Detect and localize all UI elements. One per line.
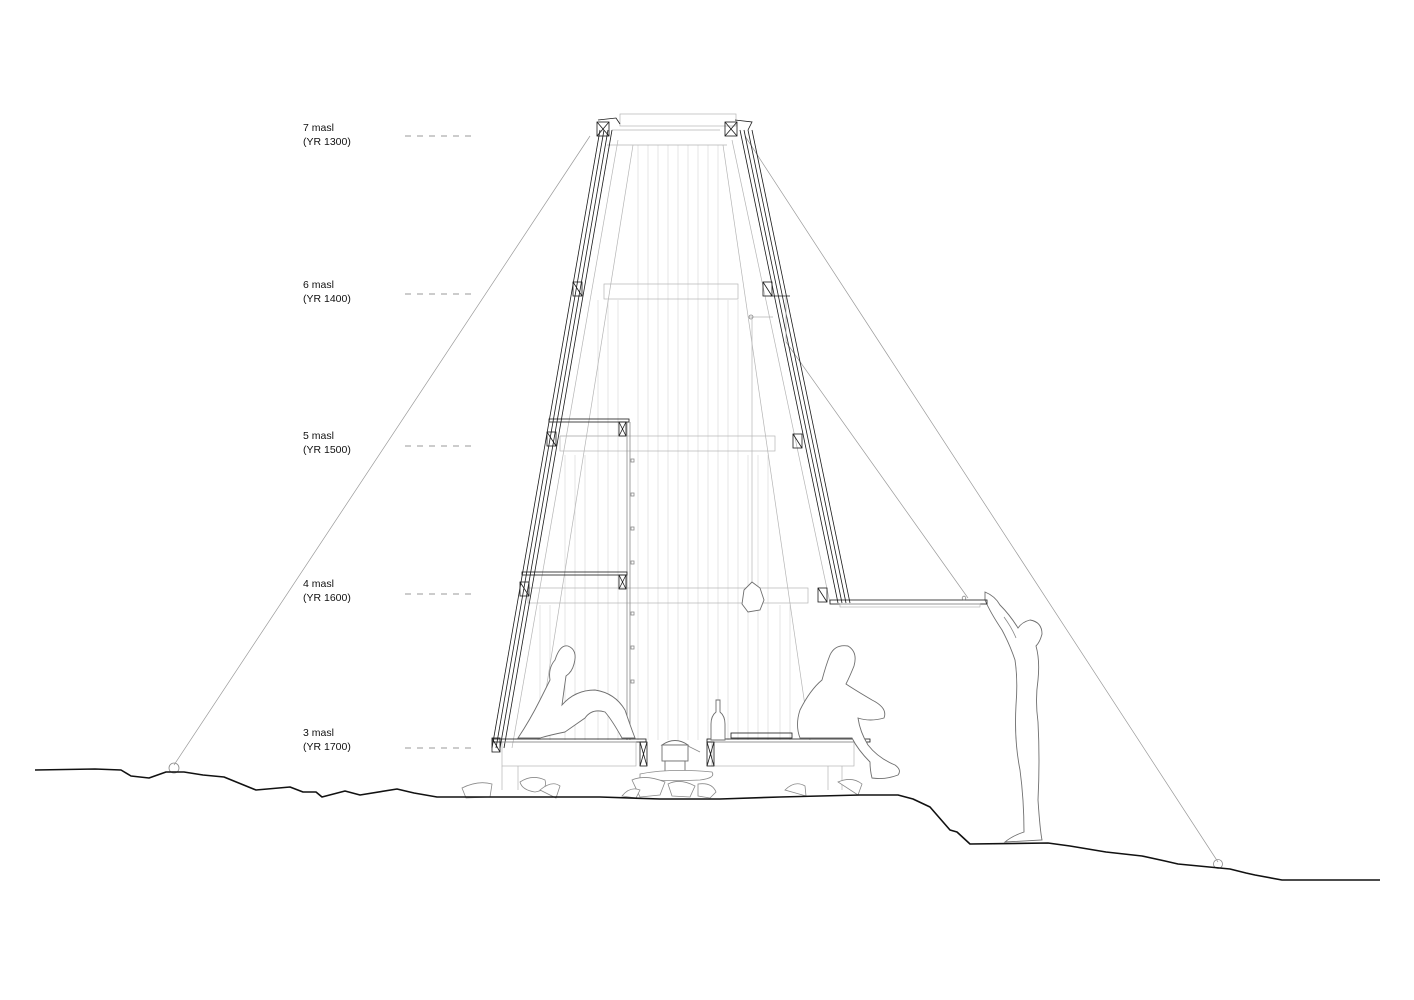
bench-left	[492, 738, 648, 790]
seated-person-left	[517, 645, 636, 739]
platform-upper	[548, 418, 630, 437]
level-label-3: 3 masl (YR 1700)	[303, 726, 351, 754]
level-label-5: 5 masl (YR 1500)	[303, 429, 351, 457]
level-label-6: 6 masl (YR 1400)	[303, 278, 351, 306]
cladding-right	[731, 129, 851, 604]
level-markers	[405, 135, 472, 749]
cap-joints	[596, 117, 753, 137]
level-masl: 7 masl	[303, 122, 334, 134]
interior-slats	[539, 145, 791, 740]
window-opening	[748, 297, 787, 585]
level-masl: 3 masl	[303, 727, 334, 739]
hatch-beam	[829, 595, 988, 608]
hanging-stone	[741, 581, 765, 613]
level-masl: 5 masl	[303, 430, 334, 442]
anchor-left	[168, 762, 180, 774]
bottle	[710, 699, 726, 741]
level-year: (YR 1400)	[303, 293, 351, 305]
ladder	[626, 422, 635, 740]
seated-person-right	[797, 645, 900, 780]
level-year: (YR 1700)	[303, 741, 351, 753]
level-masl: 4 masl	[303, 578, 334, 590]
level-year: (YR 1600)	[303, 592, 351, 604]
level-label-4: 4 masl (YR 1600)	[303, 577, 351, 605]
level-masl: 6 masl	[303, 279, 334, 291]
level-year: (YR 1300)	[303, 136, 351, 148]
level-label-7: 7 masl (YR 1300)	[303, 121, 351, 149]
standing-person-reaching	[984, 591, 1043, 843]
platform-lower	[521, 571, 628, 590]
tray	[730, 732, 793, 739]
level-joints	[491, 281, 828, 753]
cooking-pot	[660, 740, 701, 772]
bench-right	[706, 732, 871, 790]
guy-cables	[173, 135, 1219, 863]
ground-line	[34, 768, 1380, 881]
cladding-left	[491, 129, 619, 749]
rocks	[461, 770, 863, 799]
inner-frame	[527, 113, 811, 741]
level-year: (YR 1500)	[303, 444, 351, 456]
